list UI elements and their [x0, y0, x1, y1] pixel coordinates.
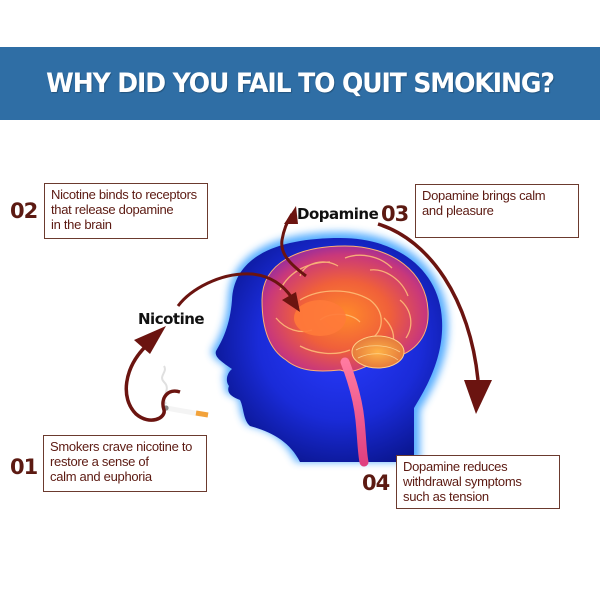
cerebellum: [351, 335, 405, 369]
step-text-line: calm and euphoria: [50, 469, 152, 484]
step-text-line: that release dopamine: [51, 202, 174, 217]
step-number-02: 02: [10, 199, 38, 223]
arrow-nicotine-to-brain: [176, 272, 300, 312]
step-box-03: Dopamine brings calm and pleasure: [415, 184, 579, 238]
step-text-line: withdrawal symptoms: [403, 474, 522, 489]
page-title: WHY DID YOU FAIL TO QUIT SMOKING?: [46, 68, 555, 99]
spinal-cord: [340, 357, 369, 467]
step-box-01: Smokers crave nicotine to restore a sens…: [43, 435, 207, 492]
step-number-04: 04: [362, 471, 390, 495]
step-text-line: Nicotine binds to receptors: [51, 187, 197, 202]
step-text-line: Smokers crave nicotine to: [50, 439, 193, 454]
step-number-01: 01: [10, 455, 38, 479]
step-text-line: Dopamine reduces: [403, 459, 508, 474]
step-text-line: restore a sense of: [50, 454, 149, 469]
nicotine-label: Nicotine: [138, 310, 205, 328]
title-banner: WHY DID YOU FAIL TO QUIT SMOKING?: [0, 47, 600, 120]
arrow-dopamine-to-relief: [377, 222, 492, 414]
step-text-line: Dopamine brings calm: [422, 188, 546, 203]
dopamine-label: Dopamine: [297, 205, 379, 223]
arrow-cigarette-to-nicotine: [124, 326, 181, 422]
step-number-03: 03: [381, 202, 409, 226]
limbic-center: [294, 300, 346, 336]
step-text-line: in the brain: [51, 217, 112, 232]
step-text-line: such as tension: [403, 489, 489, 504]
step-box-02: Nicotine binds to receptors that release…: [44, 183, 208, 239]
step-text-line: and pleasure: [422, 203, 494, 218]
arrow-brain-to-dopamine: [280, 206, 307, 278]
step-box-04: Dopamine reduces withdrawal symptoms suc…: [396, 455, 560, 509]
